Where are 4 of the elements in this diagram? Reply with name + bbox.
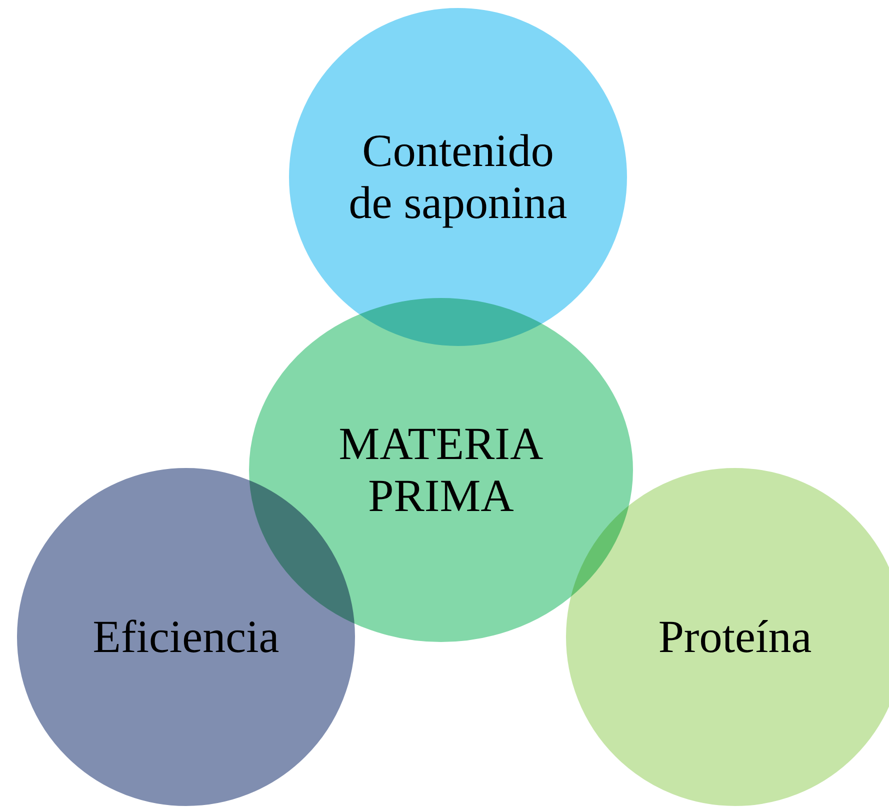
circle-label: Proteína xyxy=(658,611,812,663)
circle-label: Eficiencia xyxy=(92,611,280,663)
circle-label: Contenido de saponina xyxy=(348,125,568,229)
circle-label: MATERIA PRIMA xyxy=(338,418,544,522)
